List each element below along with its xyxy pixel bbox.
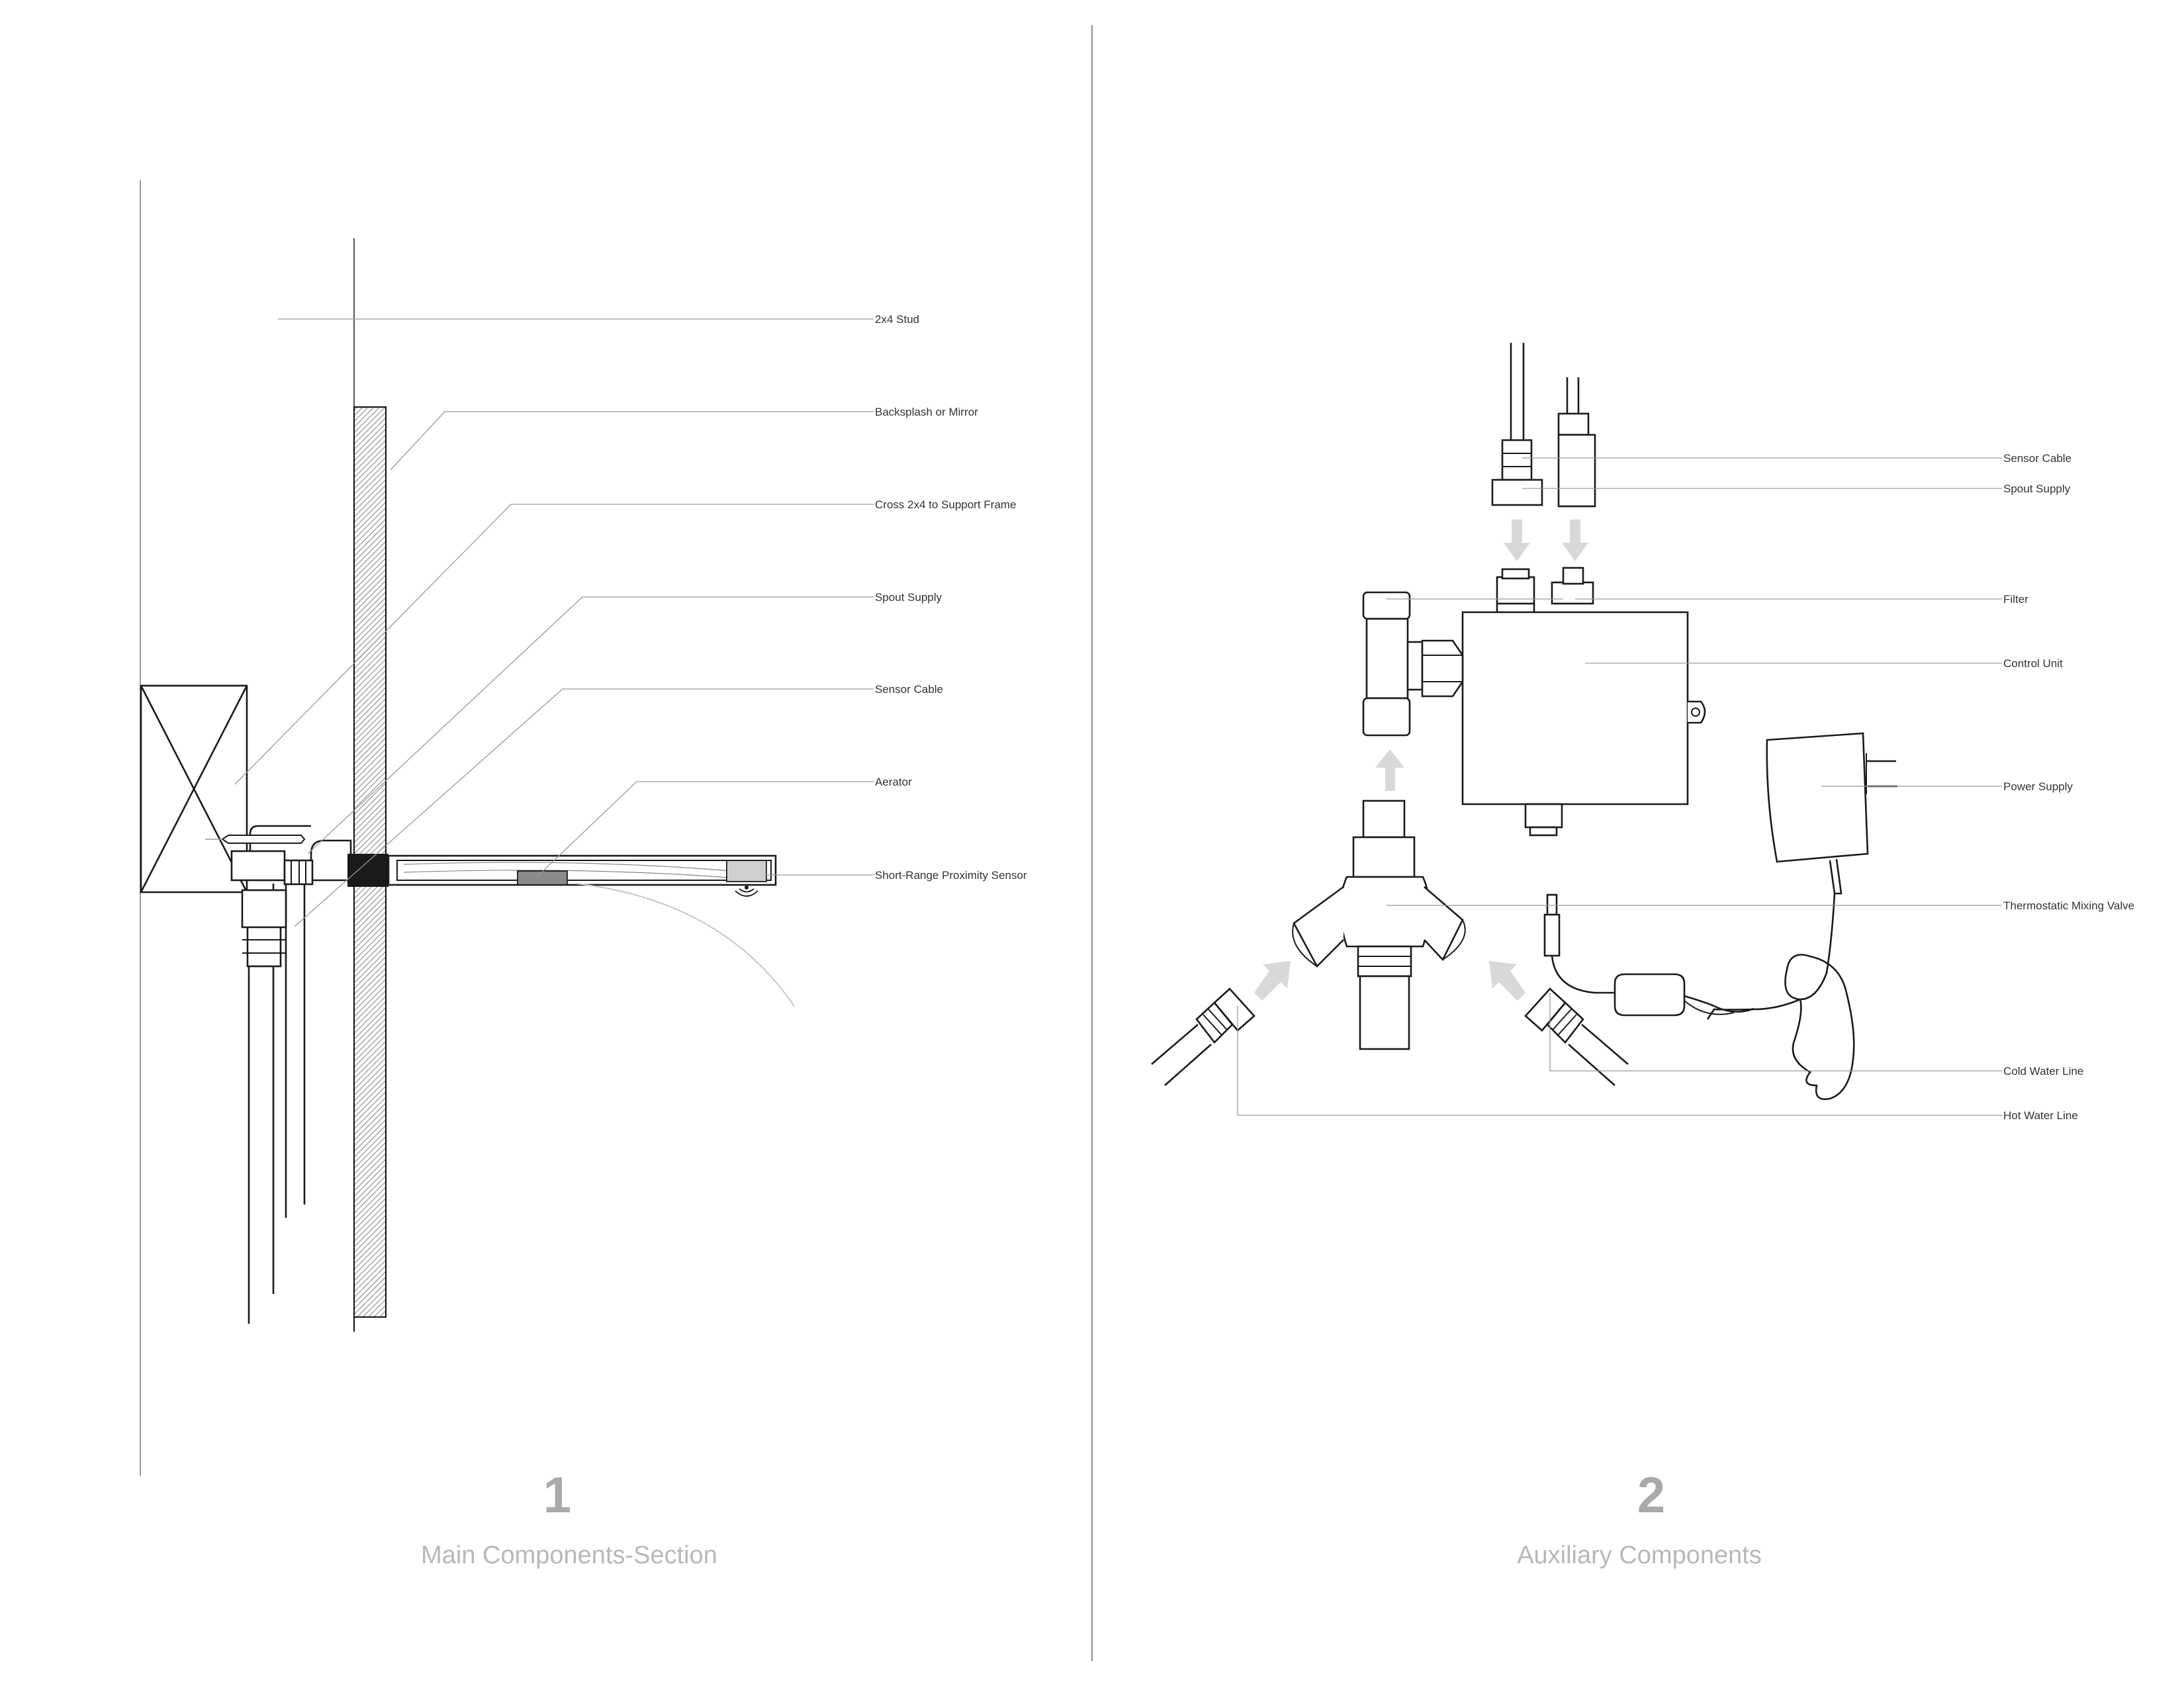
- label-aerator: Aerator: [875, 776, 912, 788]
- label-hot-water-line: Hot Water Line: [2003, 1109, 2078, 1122]
- arrow-diag-left: [1254, 961, 1291, 1001]
- panel-1-caption: Main Components-Section: [421, 1541, 717, 1569]
- label-filter: Filter: [2003, 593, 2028, 606]
- spout: [347, 854, 795, 1007]
- control-unit: [1461, 567, 1706, 837]
- arrow-down-1: [1504, 520, 1530, 561]
- label-power-supply: Power Supply: [2003, 780, 2073, 793]
- supply-pipes: [241, 884, 306, 1324]
- arrow-up: [1375, 749, 1404, 791]
- label-2x4-stud: 2x4 Stud: [875, 313, 919, 326]
- arrow-diag-right: [1489, 961, 1525, 1001]
- cross-2x4-block: [140, 684, 248, 893]
- panel-2-caption: Auxiliary Components: [1517, 1541, 1762, 1569]
- label-cross-2x4: Cross 2x4 to Support Frame: [875, 498, 1017, 511]
- arrow-down-2: [1562, 520, 1588, 561]
- panel-1-section-drawing: 2x4 Stud Backsplash or Mirror Cross 2x4 …: [140, 180, 1027, 1569]
- label-control-unit: Control Unit: [2003, 657, 2063, 670]
- panel-1-leaders: [234, 318, 874, 927]
- spout-supply-connector: [1557, 377, 1596, 508]
- label-aux-sensor-cable: Sensor Cable: [2003, 452, 2071, 465]
- aerator: [517, 870, 568, 886]
- hot-water-hose: [1151, 987, 1255, 1086]
- label-cold-water-line: Cold Water Line: [2003, 1065, 2083, 1077]
- thermostatic-mixing-valve: [1292, 800, 1466, 1050]
- filter-tee: [1362, 591, 1464, 737]
- sensor-cable-plug: [1491, 343, 1543, 506]
- proximity-sensor: [726, 860, 767, 882]
- panel-2-auxiliary-drawing: Sensor Cable Spout Supply Filter Control…: [1151, 343, 2134, 1569]
- label-proximity-sensor: Short-Range Proximity Sensor: [875, 869, 1027, 882]
- spout-fittings: [205, 825, 352, 886]
- panel-2-number: 2: [1637, 1467, 1665, 1524]
- cold-water-hose: [1524, 987, 1629, 1086]
- panel-2-leaders: [1237, 457, 2002, 1116]
- dc-plug-cable: [1543, 893, 1754, 1017]
- label-sensor-cable: Sensor Cable: [875, 683, 943, 696]
- label-aux-spout-supply: Spout Supply: [2003, 482, 2071, 495]
- label-backsplash: Backsplash or Mirror: [875, 406, 978, 418]
- panel-1-number: 1: [543, 1467, 571, 1524]
- label-mixing-valve: Thermostatic Mixing Valve: [2003, 899, 2134, 912]
- label-spout-supply: Spout Supply: [875, 591, 942, 604]
- power-supply: [1706, 732, 1897, 1101]
